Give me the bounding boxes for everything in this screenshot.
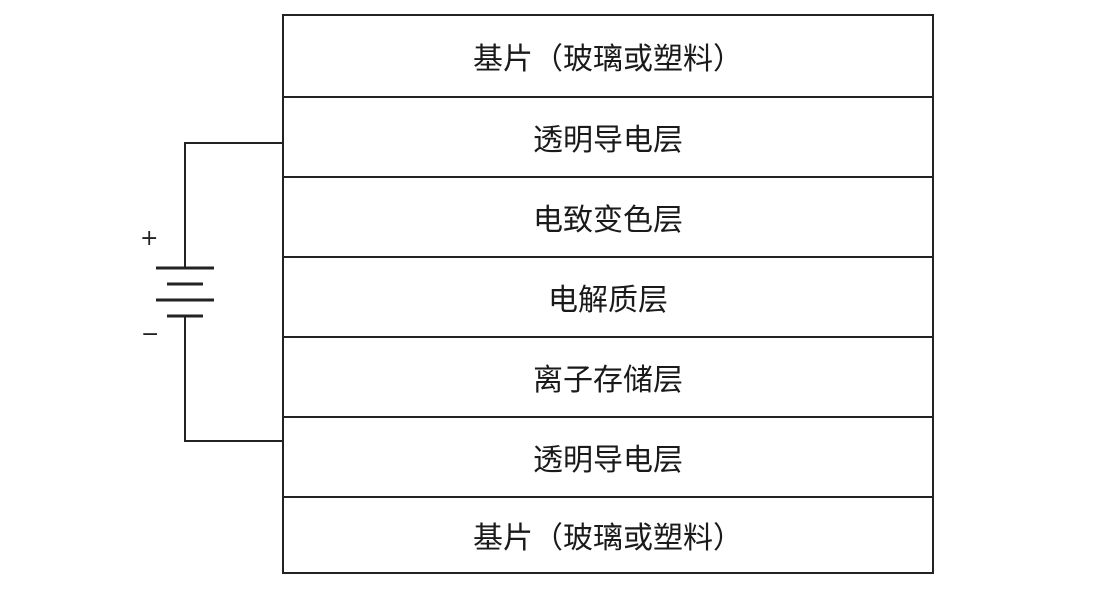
layer-transparent-conductor-bottom: 透明导电层 (284, 416, 932, 496)
layer-electrochromic: 电致变色层 (284, 176, 932, 256)
layer-substrate-top: 基片（玻璃或塑料） (473, 42, 743, 77)
layer-transparent-conductor-top: 透明导电层 (284, 96, 932, 176)
layer-substrate-bottom: 基片（玻璃或塑料） (284, 496, 932, 572)
layer-stack: 基片（玻璃或塑料） 透明导电层 电致变色层 电解质层 离子存储层 透明导电层 基… (282, 14, 934, 574)
wire-top (184, 142, 282, 268)
wire-bottom (184, 316, 282, 442)
positive-terminal-sign: + (140, 226, 159, 251)
layer-ion-storage: 离子存储层 (284, 336, 932, 416)
layer-electrolyte: 电解质层 (284, 256, 932, 336)
negative-terminal-sign: − (141, 322, 160, 347)
